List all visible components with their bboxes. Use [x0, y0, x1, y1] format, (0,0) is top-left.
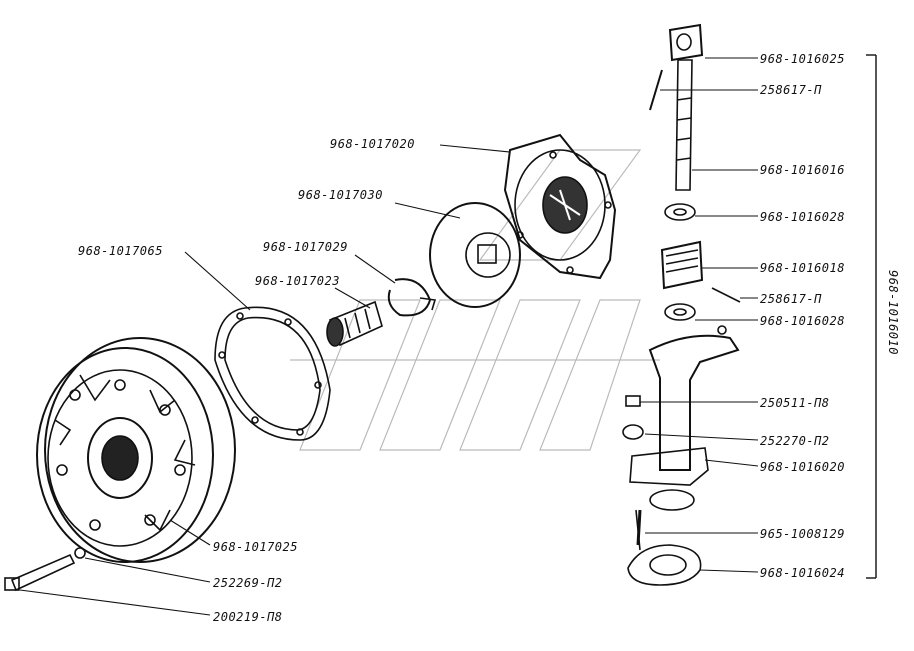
part-label: 968-1016016: [760, 163, 845, 177]
part-label: 968-1016018: [760, 261, 845, 275]
part-label: 968-1017029: [263, 240, 348, 254]
disc: [429, 202, 521, 308]
part-label: 968-1017065: [78, 244, 163, 258]
part-label: 252269-П2: [213, 576, 283, 590]
part-label: 252270-П2: [760, 434, 830, 448]
assembly-bracket: [866, 54, 877, 579]
spring: [326, 300, 383, 347]
pump-cover: [503, 133, 617, 280]
part-label: 968-1016025: [760, 52, 845, 66]
pulley-housing: [36, 337, 236, 563]
gasket: [214, 306, 331, 441]
part-label: 968-1016020: [760, 460, 845, 474]
part-label: 968-1017020: [330, 137, 415, 151]
part-label: 258617-П: [760, 292, 822, 306]
part-label: 965-1008129: [760, 527, 845, 541]
part-label: 200219-П8: [213, 610, 283, 624]
leader-lines: [19, 57, 759, 616]
clip-ring: [387, 278, 437, 317]
part-label: 968-1016024: [760, 566, 845, 580]
part-label: 968-1017030: [298, 188, 383, 202]
part-label: 250511-П8: [760, 396, 830, 410]
part-label: 258617-П: [760, 83, 822, 97]
part-label: 968-1017025: [213, 540, 298, 554]
part-label: 968-1016028: [760, 314, 845, 328]
assembly-label: 968-1016010: [886, 270, 900, 355]
shaft-assembly: [622, 23, 741, 586]
watermark-logo: [290, 149, 660, 451]
part-label: 968-1016028: [760, 210, 845, 224]
part-label: 968-1017023: [255, 274, 340, 288]
bolt-and-washer: [4, 547, 86, 592]
